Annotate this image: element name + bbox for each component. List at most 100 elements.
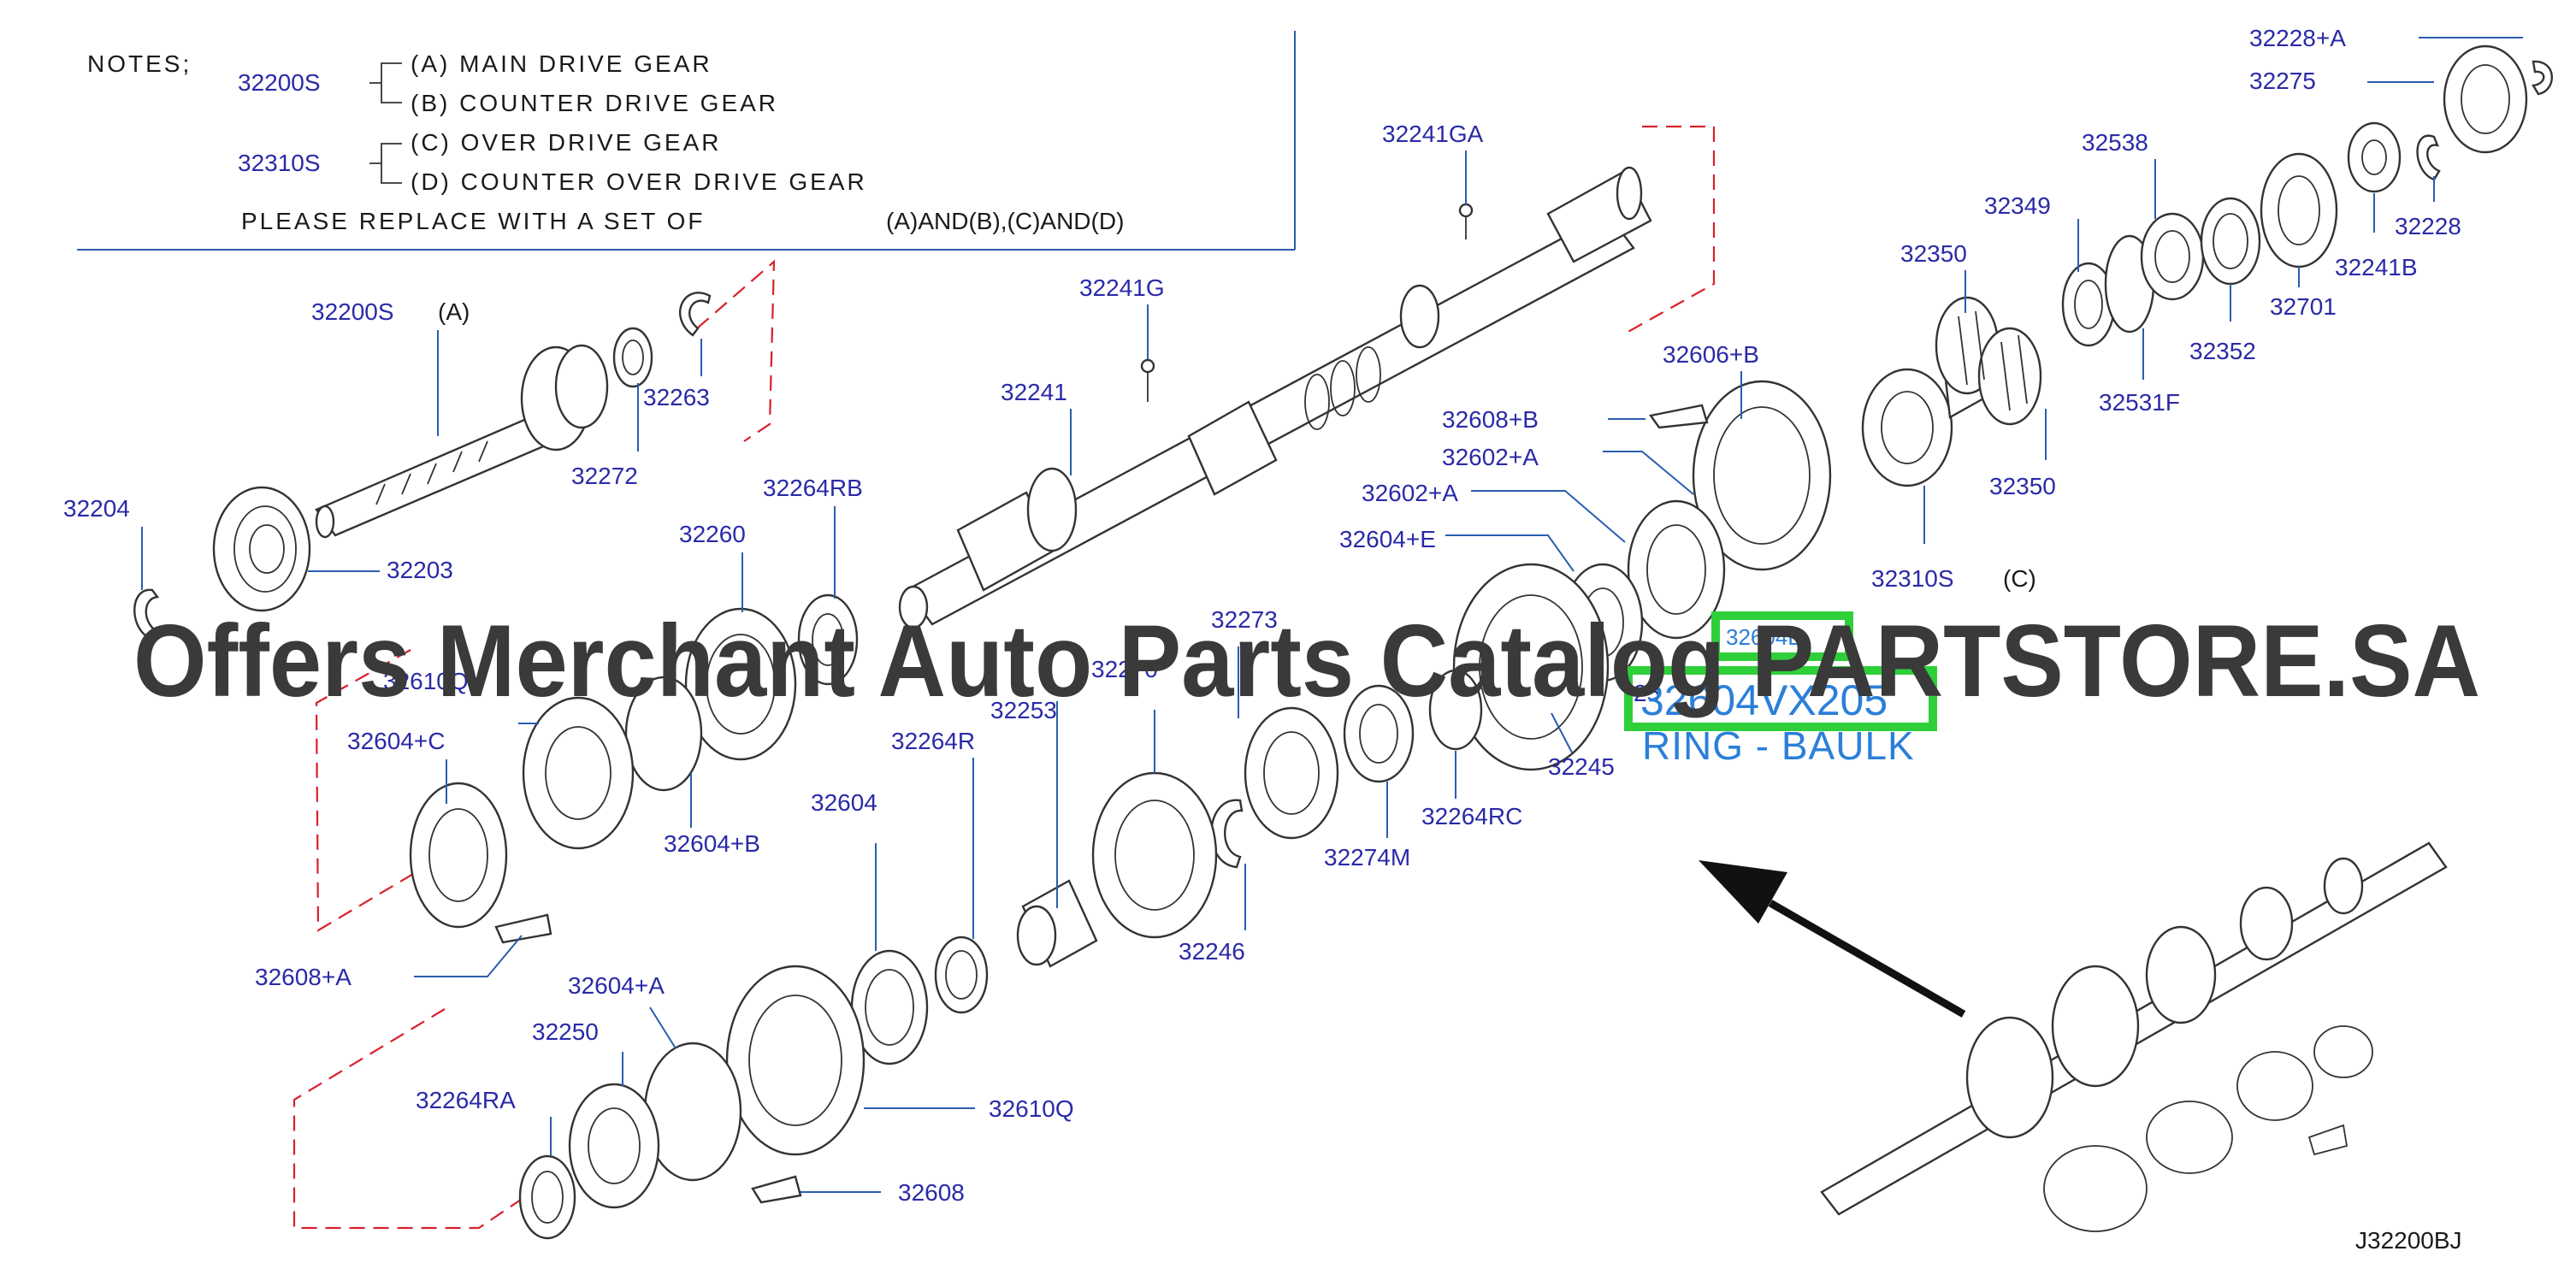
- label-32608A[interactable]: 32608+A: [255, 964, 352, 990]
- label-32263[interactable]: 32263: [643, 384, 710, 410]
- insert-32608[interactable]: [751, 1175, 802, 1204]
- gear-32245[interactable]: [1452, 563, 1610, 771]
- label-32245[interactable]: 32245: [1548, 753, 1615, 780]
- label-32610Q-upper[interactable]: 32610Q: [383, 668, 469, 694]
- steel-ball-32241G[interactable]: [1140, 358, 1155, 374]
- label-32608B[interactable]: 32608+B: [1442, 406, 1539, 433]
- gear-32260[interactable]: [684, 607, 797, 761]
- notes-group1-part[interactable]: 32200S: [238, 69, 321, 96]
- label-32253[interactable]: 32253: [990, 697, 1057, 723]
- label-32604C[interactable]: 32604+C: [347, 728, 445, 754]
- label-32200S[interactable]: 32200S: [311, 298, 394, 325]
- label-32606B[interactable]: 32606+B: [1663, 341, 1759, 368]
- label-32250[interactable]: 32250: [532, 1018, 599, 1045]
- gear-32250[interactable]: [568, 1083, 660, 1209]
- ring-32246[interactable]: [1210, 799, 1244, 869]
- label-32203[interactable]: 32203: [387, 557, 453, 583]
- label-32264R[interactable]: 32264R: [891, 728, 975, 754]
- label-32602A-lower[interactable]: 32602+A: [1362, 480, 1458, 506]
- label-32350-top[interactable]: 32350: [1900, 240, 1967, 267]
- label-32270[interactable]: 32270: [1091, 656, 1158, 682]
- label-32260[interactable]: 32260: [679, 521, 746, 547]
- gear-32701[interactable]: [2260, 152, 2338, 269]
- highlight-small-code[interactable]: 32604D: [1726, 624, 1804, 650]
- label-32310S[interactable]: 32310S: [1871, 565, 1954, 592]
- label-32602A-upper[interactable]: 32602+A: [1442, 444, 1539, 470]
- nut-32241B[interactable]: [2347, 121, 2402, 193]
- bearing-32538[interactable]: [2140, 212, 2205, 301]
- mainshaft-mid-splines: [1187, 400, 1278, 496]
- bearing-32264RC[interactable]: [1428, 669, 1483, 751]
- label-32349[interactable]: 32349: [1984, 192, 2051, 219]
- snap-ring-32204[interactable]: [133, 588, 161, 641]
- bearing-32272[interactable]: [612, 327, 653, 388]
- notes-item-d: (D) COUNTER OVER DRIVE GEAR: [411, 168, 867, 195]
- label-32241G[interactable]: 32241G: [1079, 274, 1165, 301]
- label-32604B[interactable]: 32604+B: [664, 830, 760, 857]
- notes-group2-part[interactable]: 32310S: [238, 150, 321, 176]
- label-32604E[interactable]: 32604+E: [1339, 526, 1436, 552]
- spacer-32352[interactable]: [2200, 197, 2261, 286]
- mainshaft-32241[interactable]: [898, 166, 1652, 629]
- leader-lines: [141, 37, 2523, 1193]
- label-32264RB[interactable]: 32264RB: [763, 475, 863, 501]
- bearing-32264R[interactable]: [934, 936, 989, 1014]
- label-32608[interactable]: 32608: [898, 1179, 965, 1206]
- diagram-code: J32200BJ: [2355, 1227, 2462, 1254]
- bearing-32264RB[interactable]: [797, 593, 859, 686]
- baulk-ring-32604A[interactable]: [643, 1042, 742, 1182]
- label-32604A[interactable]: 32604+A: [568, 972, 665, 999]
- input-shaft-splines: [375, 440, 488, 505]
- baulk-ring-32604C[interactable]: [409, 782, 508, 929]
- label-32538[interactable]: 32538: [2082, 129, 2148, 156]
- snap-ring-32228[interactable]: [2416, 134, 2441, 181]
- notes-replace-sets: (A)AND(B),(C)AND(D): [886, 208, 1124, 234]
- steel-ball-32241GA[interactable]: [1458, 203, 1474, 218]
- label-32228A[interactable]: 32228+A: [2249, 25, 2346, 51]
- bearing-32264RA[interactable]: [518, 1154, 576, 1240]
- spacer-32274M[interactable]: [1343, 684, 1415, 783]
- bearing-32203[interactable]: [212, 486, 311, 612]
- label-32275[interactable]: 32275: [2249, 68, 2316, 94]
- label-32204[interactable]: 32204: [63, 495, 130, 522]
- insert-32608B[interactable]: [1648, 404, 1709, 429]
- label-32228[interactable]: 32228: [2395, 213, 2461, 239]
- label-32604[interactable]: 32604: [811, 789, 877, 816]
- label-32241[interactable]: 32241: [1001, 379, 1067, 405]
- gear-32270[interactable]: [1091, 771, 1218, 939]
- label-32246[interactable]: 32246: [1179, 938, 1245, 965]
- notes-item-a: (A) MAIN DRIVE GEAR: [411, 50, 712, 77]
- highlighted-part[interactable]: 32604D 32604VX205 RING - BAULK: [1624, 611, 1937, 768]
- dashed-envelope-mainshaft-end: [1624, 125, 1716, 334]
- label-32352[interactable]: 32352: [2189, 338, 2256, 364]
- label-32264RC[interactable]: 32264RC: [1421, 803, 1522, 829]
- label-32241B[interactable]: 32241B: [2335, 254, 2418, 280]
- label-32274M[interactable]: 32274M: [1324, 844, 1410, 871]
- sleeve-32610Q-upper[interactable]: [522, 696, 635, 850]
- label-32273[interactable]: 32273: [1211, 606, 1278, 633]
- needle-bearing-32350[interactable]: [1935, 296, 2042, 426]
- overview-arrow: [1699, 860, 1966, 1018]
- coupling-sleeve-32602A[interactable]: [1627, 499, 1726, 640]
- notes-replace-text: PLEASE REPLACE WITH A SET OF: [241, 208, 706, 234]
- label-32531F[interactable]: 32531F: [2099, 389, 2180, 416]
- bearing-32228A[interactable]: [2443, 44, 2528, 154]
- label-32701[interactable]: 32701: [2270, 293, 2337, 320]
- label-32264RA[interactable]: 32264RA: [416, 1087, 516, 1113]
- label-32604D-partial[interactable]: 25: [1634, 680, 1660, 706]
- sleeve-32253[interactable]: [1016, 879, 1098, 968]
- highlight-part-number[interactable]: 32604VX205: [1640, 676, 1888, 724]
- label-32272[interactable]: 32272: [571, 463, 638, 489]
- sleeve-32610Q-lower[interactable]: [725, 965, 866, 1156]
- snap-ring-32275[interactable]: [2532, 60, 2553, 96]
- insert-32608A[interactable]: [494, 913, 552, 944]
- label-32241GA[interactable]: 32241GA: [1382, 121, 1484, 147]
- label-32610Q-lower[interactable]: 32610Q: [989, 1095, 1074, 1122]
- dashed-envelope-left-hub: [315, 649, 446, 932]
- overdrive-gear-32310S[interactable]: [1692, 368, 1953, 571]
- bearing-32273[interactable]: [1244, 706, 1339, 840]
- label-32350-bottom[interactable]: 32350: [1989, 473, 2056, 499]
- snap-ring-32263[interactable]: [678, 292, 712, 337]
- mainshaft-rear-end: [898, 585, 929, 629]
- main-drive-gear-shaft[interactable]: [315, 292, 712, 539]
